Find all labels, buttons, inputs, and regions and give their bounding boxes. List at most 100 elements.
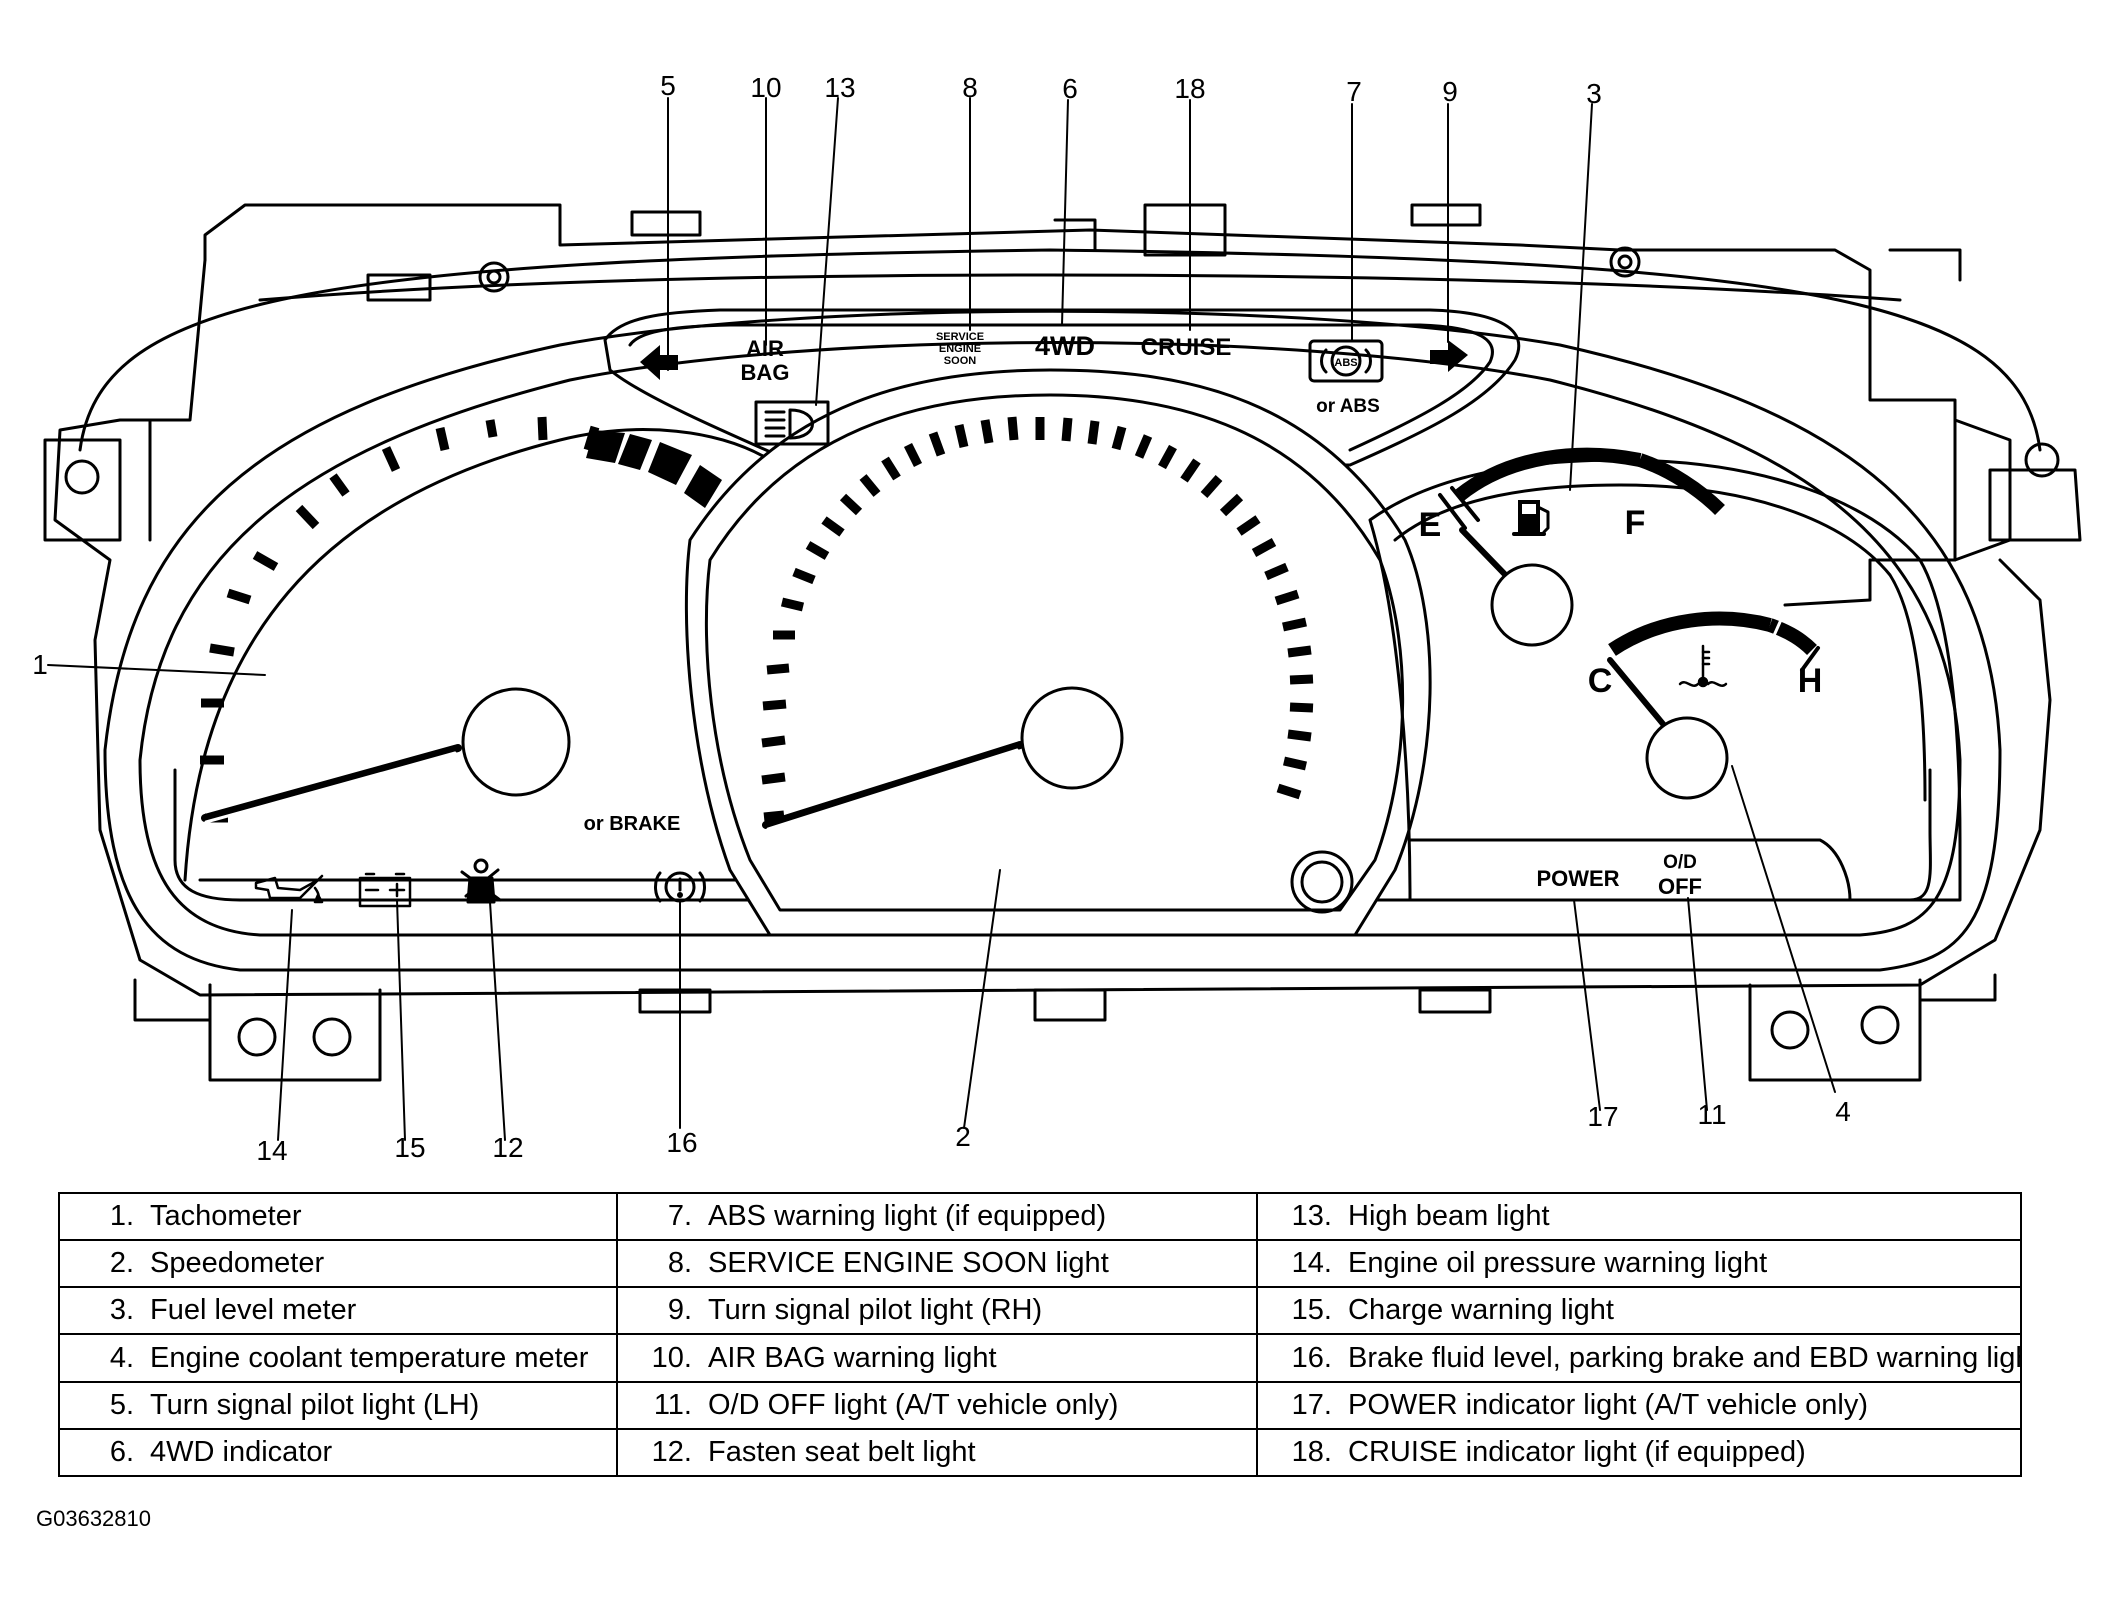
air-bag-label-line2: BAG — [741, 360, 790, 385]
legend-cell: 17. POWER indicator light (A/T vehicle on… — [1256, 1380, 2022, 1430]
fuel-full-label: F — [1625, 504, 1646, 542]
legend-number: 14. — [1291, 1247, 1332, 1280]
callout-13: 13 — [824, 72, 855, 103]
legend-number: 18. — [1291, 1435, 1332, 1468]
legend-text: SERVICE ENGINE SOON light — [708, 1247, 1109, 1280]
legend-text: Engine coolant temperature meter — [150, 1341, 589, 1374]
legend-cell: 5. Turn signal pilot light (LH) — [58, 1380, 618, 1430]
legend-text: POWER indicator light (A/T vehicle only) — [1348, 1388, 1869, 1421]
callout-12: 12 — [492, 1132, 523, 1163]
coolant-temp-icon — [1678, 644, 1728, 688]
callout-17: 17 — [1587, 1101, 1618, 1132]
od-off-label-line2: OFF — [1658, 874, 1702, 899]
legend-cell: 9. Turn signal pilot light (RH) — [616, 1286, 1258, 1336]
legend-number: 2. — [109, 1247, 134, 1280]
mounting-brackets — [133, 973, 1997, 1082]
legend-cell: 11.O/D OFF light (A/T vehicle only) — [616, 1380, 1258, 1430]
oil-pressure-icon — [254, 874, 324, 904]
callout-10: 10 — [750, 72, 781, 103]
battery-icon — [358, 872, 412, 908]
fuel-pump-icon — [1512, 500, 1550, 536]
legend-cell: 15.Charge warning light — [1256, 1286, 2022, 1336]
legend-cell: 16.Brake fluid level, parking brake and … — [1256, 1333, 2022, 1383]
callout-5: 5 — [660, 70, 676, 101]
callout-14: 14 — [256, 1135, 287, 1166]
legend-text: Fuel level meter — [150, 1294, 357, 1327]
callout-11: 11 — [1697, 1099, 1726, 1130]
legend-cell: 12. Fasten seat belt light — [616, 1427, 1258, 1478]
callout-9: 9 — [1442, 76, 1458, 107]
legend-cell: 18. CRUISE indicator light (if equipped) — [1256, 1427, 2022, 1478]
instrument-cluster-diagram: AIR BAG SERVICE ENGINE SOON 4WD CRUISE A… — [32, 70, 2082, 1166]
legend-table: 1. Tachometer 7.ABS warning light (if equi… — [58, 1191, 2022, 1478]
abs-icon — [1308, 339, 1384, 383]
right-turn-arrow-icon — [1430, 340, 1468, 372]
callout-2: 2 — [955, 1121, 971, 1152]
callout-18: 18 — [1174, 73, 1205, 104]
service-engine-label-line3: SOON — [944, 355, 976, 367]
legend-text: Fasten seat belt light — [708, 1435, 976, 1468]
legend-text: Charge warning light — [1348, 1294, 1614, 1327]
legend-number: 10. — [651, 1341, 692, 1374]
legend-cell: 4. Engine coolant temperature meter — [58, 1333, 618, 1383]
legend-cell: 14. Engine oil pressure warning light — [1256, 1239, 2022, 1289]
legend-row: 5. Turn signal pilot light (LH) 11.O/D OFF… — [58, 1380, 2022, 1430]
legend-cell: 2.Speedometer — [58, 1239, 618, 1289]
fuel-empty-label: E — [1419, 506, 1442, 544]
callout-6: 6 — [1062, 73, 1078, 104]
callout-1: 1 — [32, 649, 48, 680]
tachometer — [183, 416, 772, 882]
cruise-label: CRUISE — [1141, 334, 1232, 361]
legend-number: 12. — [651, 1435, 692, 1468]
legend-row: 2.Speedometer 8. SERVICE ENGINE SOON light… — [58, 1239, 2022, 1289]
legend-number: 8. — [667, 1247, 692, 1280]
callout-leaders — [47, 97, 1836, 1141]
high-beam-icon — [754, 400, 830, 446]
callout-3: 3 — [1586, 78, 1602, 109]
legend-number: 4. — [109, 1341, 134, 1374]
power-label: POWER — [1536, 866, 1619, 891]
figure-code: G03632810 — [36, 1506, 151, 1531]
legend-number: 3. — [109, 1294, 134, 1327]
legend-number: 1. — [109, 1200, 134, 1233]
legend-cell: 7.ABS warning light (if equipped) — [616, 1191, 1258, 1242]
legend-text: Tachometer — [150, 1200, 302, 1233]
abs-badge-label: ABS — [1334, 357, 1357, 369]
or-abs-label: or ABS — [1316, 396, 1380, 417]
callout-8: 8 — [962, 72, 978, 103]
legend-text: Brake fluid level, parking brake and EBD… — [1348, 1341, 2021, 1374]
legend-text: Turn signal pilot light (LH) — [150, 1388, 480, 1421]
callout-numbers: 1 2 3 4 5 6 7 8 9 10 11 12 13 14 15 16 1… — [32, 70, 1851, 1166]
temperature-gauge — [1607, 611, 1820, 800]
od-off-label-line1: O/D — [1663, 852, 1697, 873]
legend-cell: 13.High beam light — [1256, 1191, 2022, 1242]
legend-row: 1. Tachometer 7.ABS warning light (if equi… — [58, 1191, 2022, 1242]
legend-text: O/D OFF light (A/T vehicle only) — [708, 1388, 1119, 1421]
callout-4: 4 — [1835, 1096, 1851, 1127]
service-engine-label-line1: SERVICE — [936, 331, 984, 343]
legend-cell: 3. Fuel level meter — [58, 1286, 618, 1336]
callout-16: 16 — [666, 1127, 697, 1158]
legend-number: 17. — [1291, 1388, 1332, 1421]
legend-number: 9. — [667, 1294, 692, 1327]
legend-cell: 8. SERVICE ENGINE SOON light — [616, 1239, 1258, 1289]
legend-text: CRUISE indicator light (if equipped) — [1348, 1435, 1806, 1468]
right-gauges-panel — [1368, 458, 1962, 902]
legend-number: 13. — [1291, 1200, 1332, 1233]
four-wd-label: 4WD — [1035, 331, 1095, 361]
legend-row: 4. Engine coolant temperature meter 10.AIR… — [58, 1333, 2022, 1383]
legend-text: Engine oil pressure warning light — [1348, 1247, 1768, 1280]
panel-labels: AIR BAG SERVICE ENGINE SOON 4WD CRUISE A… — [584, 331, 1823, 899]
warning-lamp-lens — [603, 308, 1521, 467]
seat-belt-icon — [460, 858, 502, 904]
legend-cell: 10.AIR BAG warning light — [616, 1333, 1258, 1383]
speed-ticks — [761, 416, 1314, 822]
callout-15: 15 — [394, 1132, 425, 1163]
temp-cold-label: C — [1588, 662, 1613, 700]
legend-number: 5. — [109, 1388, 134, 1421]
legend-text: Turn signal pilot light (RH) — [708, 1294, 1043, 1327]
brake-warning-icon — [654, 871, 706, 903]
temp-hot-label: H — [1798, 662, 1823, 700]
callout-7: 7 — [1346, 76, 1362, 107]
